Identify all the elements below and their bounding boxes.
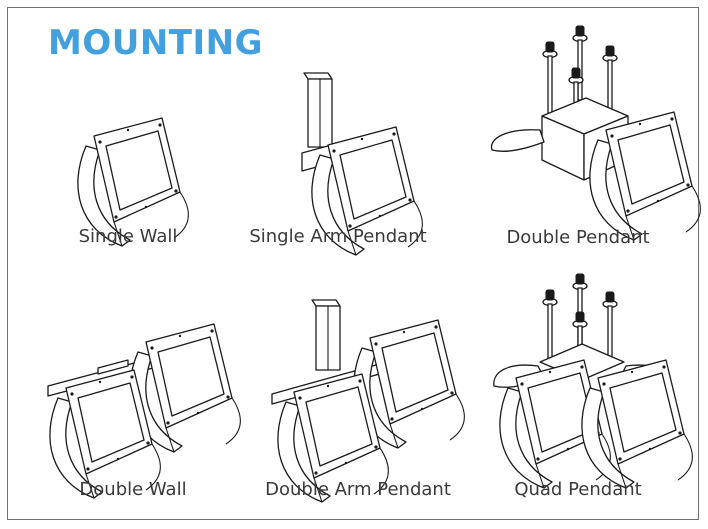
option-label: Double Pendant xyxy=(506,227,650,248)
double-pendant-illustration xyxy=(490,25,702,241)
option-label: Single Wall xyxy=(78,226,178,247)
double-arm-pendant-illustration xyxy=(271,299,466,503)
quad-pendant-illustration xyxy=(493,273,694,489)
option-label: Single Arm Pendant xyxy=(249,226,427,247)
option-label: Double Arm Pendant xyxy=(265,479,451,500)
single-arm-pendant-illustration xyxy=(301,72,424,256)
page-title: MOUNTING xyxy=(48,23,264,63)
option-double-arm-pendant: Double Arm Pendant xyxy=(248,290,468,506)
option-single-arm-pendant: Single Arm Pendant xyxy=(228,63,448,258)
option-double-wall: Double Wall xyxy=(18,308,248,506)
single-wall-illustration xyxy=(77,117,190,247)
mounting-panel: MOUNTING Single Wall Single Arm Pendant xyxy=(7,7,702,520)
option-quad-pendant: Quad Pendant xyxy=(468,266,694,506)
option-label: Double Wall xyxy=(79,479,187,500)
option-double-pendant: Double Pendant xyxy=(458,20,702,258)
option-label: Quad Pendant xyxy=(514,479,642,500)
option-single-wall: Single Wall xyxy=(28,88,228,258)
double-wall-illustration xyxy=(47,323,242,499)
